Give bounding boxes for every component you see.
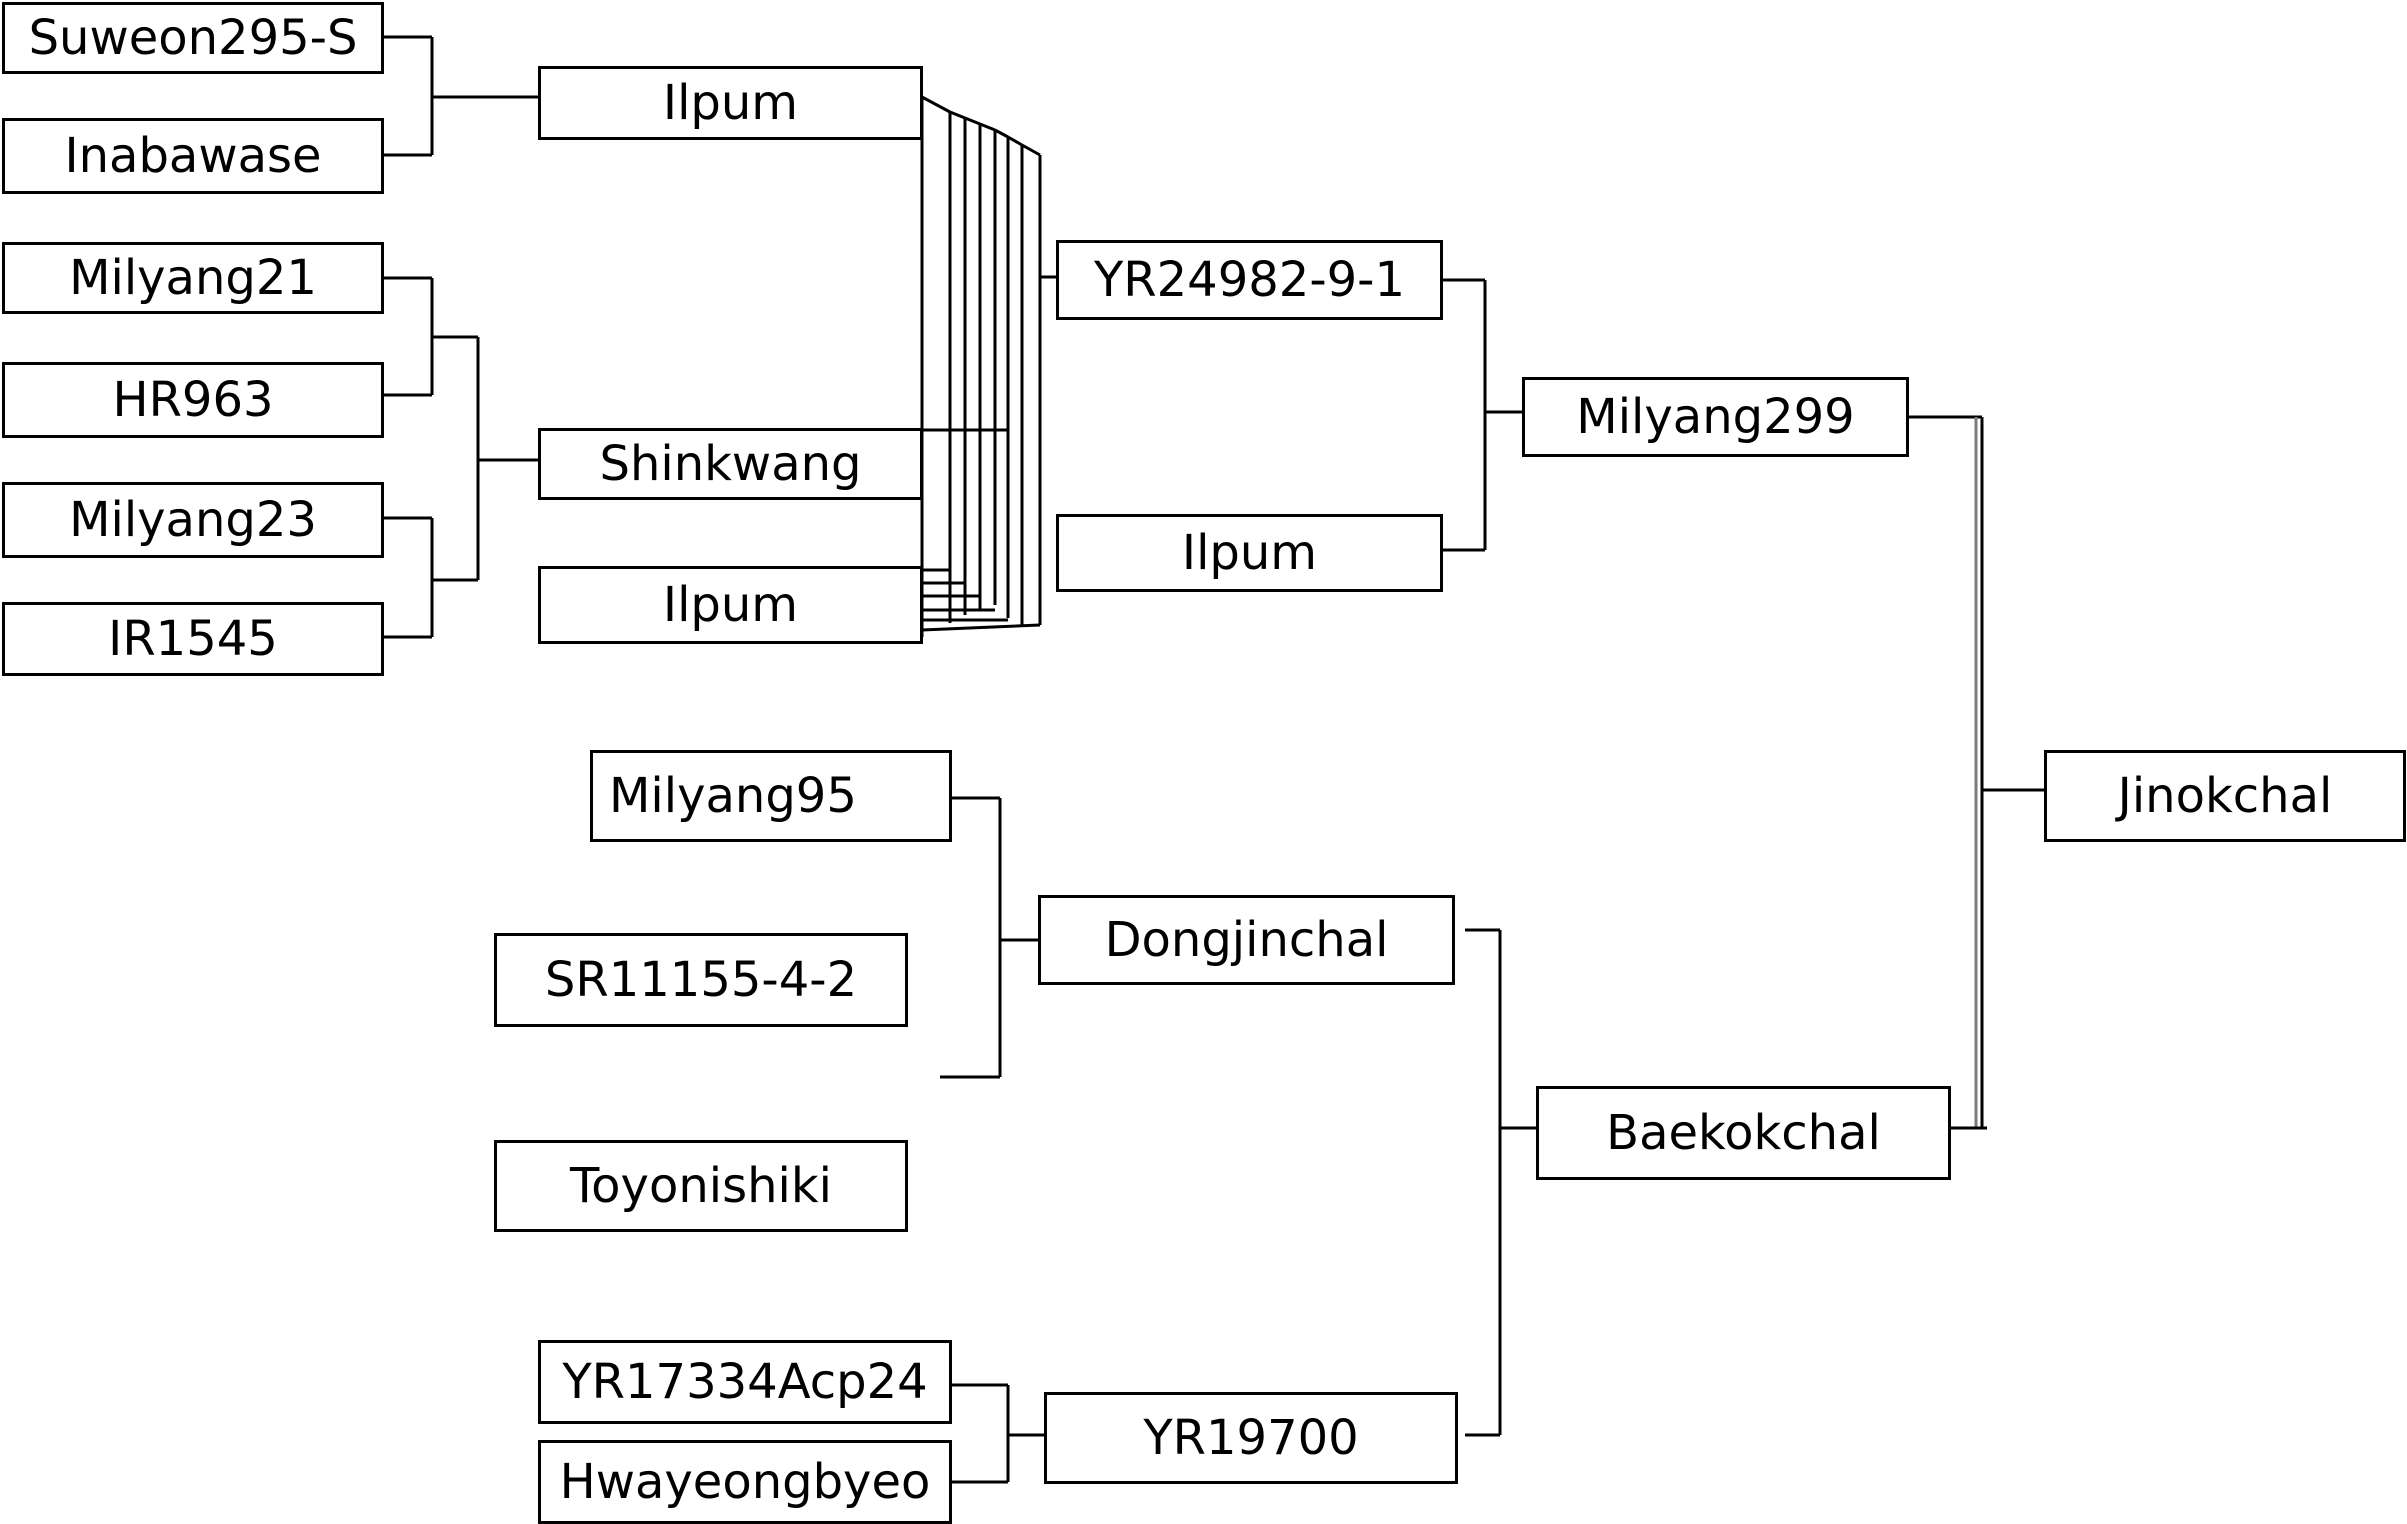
node-toyonishiki: Toyonishiki [494,1140,908,1232]
node-milyang299: Milyang299 [1522,377,1909,457]
node-hwayeongbyeo: Hwayeongbyeo [538,1440,952,1524]
node-yr19700: YR19700 [1044,1392,1458,1484]
node-milyang21: Milyang21 [2,242,384,314]
node-ilpum-mid: Ilpum [538,566,923,644]
node-milyang23: Milyang23 [2,482,384,558]
node-sr11155-4-2: SR11155-4-2 [494,933,908,1027]
node-baekokchal: Baekokchal [1536,1086,1951,1180]
node-ilpum-right: Ilpum [1056,514,1443,592]
node-suweon295-s: Suweon295-S [2,2,384,74]
node-shinkwang: Shinkwang [538,428,923,500]
node-ilpum-top: Ilpum [538,66,923,140]
node-yr24982-9-1: YR24982-9-1 [1056,240,1443,320]
node-hr963: HR963 [2,362,384,438]
node-milyang95: Milyang95 [590,750,952,842]
node-jinokchal: Jinokchal [2044,750,2406,842]
node-inabawase: Inabawase [2,118,384,194]
node-ir1545: IR1545 [2,602,384,676]
node-dongjinchal: Dongjinchal [1038,895,1455,985]
node-yr17334acp24: YR17334Acp24 [538,1340,952,1424]
